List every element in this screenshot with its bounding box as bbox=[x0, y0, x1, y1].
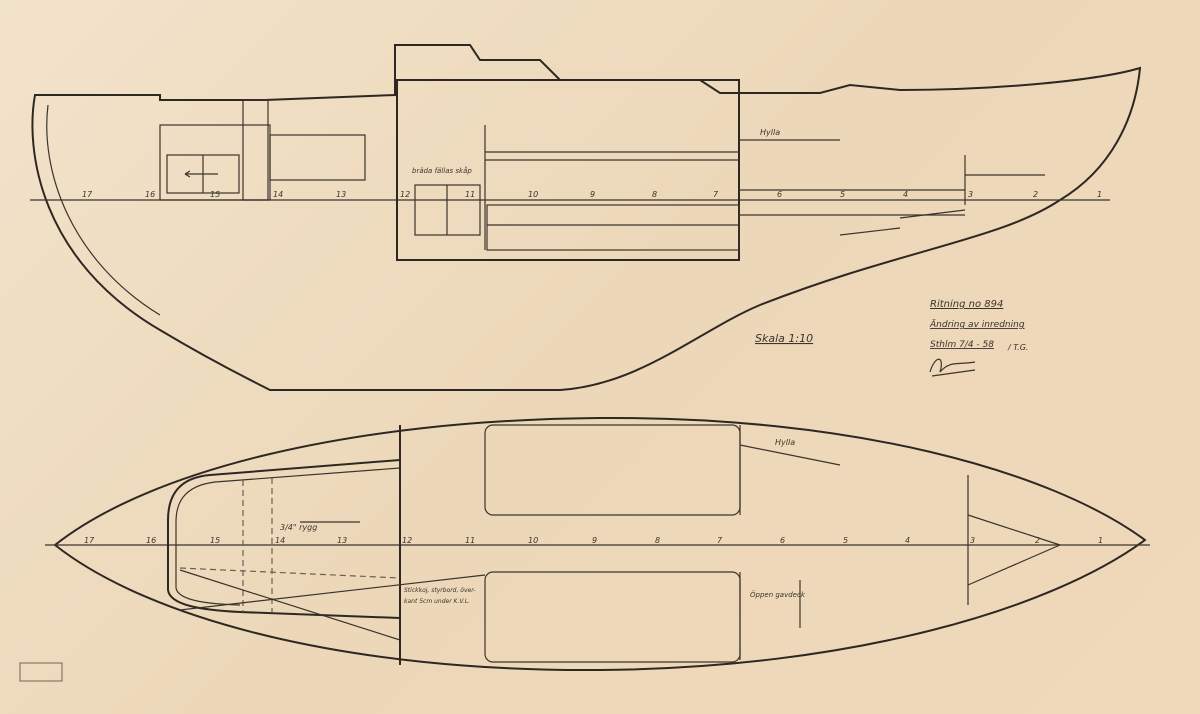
aft-locker bbox=[159, 124, 271, 201]
station-label: 3 bbox=[968, 190, 973, 199]
berth-label-2: kant 5cm under K.V.L. bbox=[404, 598, 470, 605]
profile-inner-line bbox=[46, 104, 161, 316]
plywood-label: 3/4" rygg bbox=[280, 523, 317, 532]
station-label: 17 bbox=[82, 190, 93, 199]
station-label: 7 bbox=[717, 536, 723, 545]
station-label: 17 bbox=[84, 536, 95, 545]
station-label: 14 bbox=[273, 190, 283, 199]
deck-label: Öppen gavdeck bbox=[750, 590, 806, 599]
profile-station-labels: 17 16 15 14 13 12 11 10 9 8 7 6 5 4 3 2 … bbox=[82, 190, 1102, 199]
station-label: 11 bbox=[465, 190, 475, 199]
scale-label: Skala 1:10 bbox=[755, 332, 813, 345]
cockpit-coaming bbox=[167, 459, 401, 619]
station-label: 12 bbox=[402, 536, 412, 545]
plan-hull-outline bbox=[53, 416, 1147, 672]
station-label: 6 bbox=[780, 536, 785, 545]
station-label: 10 bbox=[528, 190, 538, 199]
plan-shelf-label: Hylla bbox=[775, 438, 795, 447]
plan-view: 3/4" rygg Hylla Stickkoj, styrbord, över… bbox=[45, 416, 1150, 672]
station-label: 14 bbox=[275, 536, 285, 545]
drawing-number: Ritning no 894 bbox=[930, 299, 1003, 310]
station-label: 1 bbox=[1098, 536, 1103, 545]
station-label: 3 bbox=[970, 536, 975, 545]
berth-label-1: Stickkoj, styrbord, över- bbox=[404, 587, 476, 594]
station-label: 13 bbox=[336, 190, 346, 199]
drawing-initials: / T.G. bbox=[1007, 343, 1028, 352]
station-label: 9 bbox=[590, 190, 595, 199]
station-label: 2 bbox=[1033, 190, 1038, 199]
station-label: 4 bbox=[903, 190, 908, 199]
station-label: 5 bbox=[840, 190, 845, 199]
signature bbox=[929, 358, 976, 377]
station-label: 15 bbox=[210, 536, 220, 545]
arrow-icon bbox=[184, 170, 218, 178]
drawing-date: Sthlm 7/4 - 58 bbox=[930, 340, 994, 350]
profile-locker-label: bräda fällas skåp bbox=[412, 166, 472, 175]
title-block: Skala 1:10 Ritning no 894 Ändring av inr… bbox=[755, 299, 1028, 377]
saloon-section bbox=[396, 79, 740, 261]
archive-stamp bbox=[19, 662, 63, 682]
profile-hull-outline bbox=[31, 44, 1142, 391]
station-label: 10 bbox=[528, 536, 538, 545]
drawing-subject: Ändring av inredning bbox=[929, 319, 1025, 330]
station-label: 1 bbox=[1097, 190, 1102, 199]
station-label: 16 bbox=[145, 190, 155, 199]
station-label: 16 bbox=[146, 536, 156, 545]
station-label: 15 bbox=[210, 190, 220, 199]
plan-station-labels: 17 16 15 14 13 12 11 10 9 8 7 6 5 4 3 2 … bbox=[84, 536, 1103, 545]
station-label: 7 bbox=[713, 190, 719, 199]
station-label: 4 bbox=[905, 536, 910, 545]
station-label: 5 bbox=[843, 536, 848, 545]
station-label: 9 bbox=[592, 536, 597, 545]
station-label: 8 bbox=[655, 536, 660, 545]
station-label: 6 bbox=[777, 190, 782, 199]
station-label: 11 bbox=[465, 536, 475, 545]
profile-shelf-label: Hylla bbox=[760, 128, 780, 137]
station-label: 2 bbox=[1035, 536, 1040, 545]
profile-view: Hylla bräda fällas skåp 17 16 15 14 13 1… bbox=[30, 44, 1142, 391]
station-label: 12 bbox=[400, 190, 410, 199]
station-label: 8 bbox=[652, 190, 657, 199]
station-label: 13 bbox=[337, 536, 347, 545]
